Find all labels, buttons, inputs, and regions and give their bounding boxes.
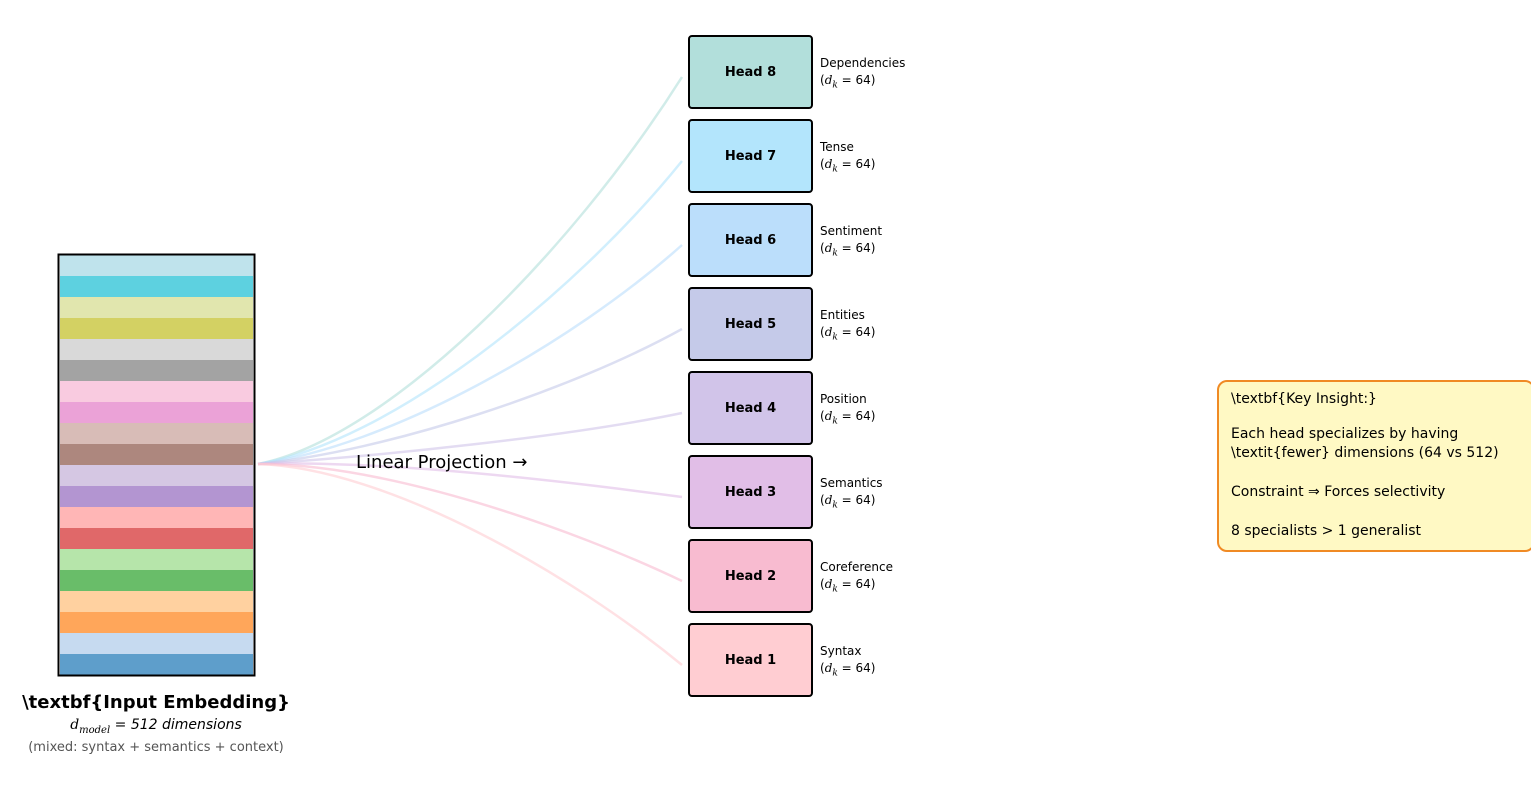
embedding-stripe xyxy=(60,255,253,276)
projection-curves xyxy=(257,76,684,666)
embedding-stripe xyxy=(60,465,253,486)
embedding-stripe xyxy=(60,276,253,297)
head-role: Semantics (dk = 64) xyxy=(820,475,883,514)
projection-label: Linear Projection → xyxy=(356,452,528,473)
head-dimension: (dk = 64) xyxy=(820,157,876,175)
embedding-stripe xyxy=(60,381,253,402)
head-dimension: (dk = 64) xyxy=(820,493,876,511)
head-label: Head 5 xyxy=(724,316,777,332)
head-role-name: Position xyxy=(820,392,867,406)
head-role: Coreference (dk = 64) xyxy=(820,559,893,598)
head-role-name: Tense xyxy=(820,140,854,154)
head-label: Head 8 xyxy=(724,64,777,80)
embedding-stripe xyxy=(60,507,253,528)
embedding-stripe xyxy=(60,297,253,318)
head-box: Head 5 xyxy=(688,287,813,361)
head-box: Head 2 xyxy=(688,539,813,613)
head-role-name: Semantics xyxy=(820,476,883,490)
embedding-note: (mixed: syntax + semantics + context) xyxy=(28,740,284,755)
projection-curve xyxy=(257,411,683,466)
embedding-stripe xyxy=(60,591,253,612)
insight-line-3: Constraint ⇒ Forces selectivity xyxy=(1231,484,1446,500)
embedding-stripe xyxy=(60,654,253,675)
head-label: Head 7 xyxy=(724,148,777,164)
embedding-stripe xyxy=(60,486,253,507)
projection-curve xyxy=(257,462,683,499)
head-role-name: Entities xyxy=(820,308,865,322)
head-role: Tense (dk = 64) xyxy=(820,139,875,178)
embedding-stripe xyxy=(60,318,253,339)
insight-title: \textbf{Key Insight:} xyxy=(1231,391,1377,407)
head-dimension: (dk = 64) xyxy=(820,661,876,679)
embedding-stripe xyxy=(60,528,253,549)
head-dimension: (dk = 64) xyxy=(820,241,876,259)
insight-line-1: Each head specializes by having xyxy=(1231,426,1459,442)
insight-line-2: \textit{fewer} dimensions (64 vs 512) xyxy=(1231,445,1499,461)
head-dimension: (dk = 64) xyxy=(820,577,876,595)
embedding-stripes xyxy=(60,255,253,675)
head-role-name: Coreference xyxy=(820,560,894,574)
embedding-subtitle: dmodel = 512 dimensions xyxy=(70,717,242,736)
projection-curve xyxy=(257,462,683,583)
head-label: Head 6 xyxy=(724,232,777,248)
head-box: Head 4 xyxy=(688,371,813,445)
head-label: Head 2 xyxy=(724,568,777,584)
head-box: Head 6 xyxy=(688,203,813,277)
head-role: Sentiment (dk = 64) xyxy=(820,223,882,262)
embedding-stripe xyxy=(60,444,253,465)
head-role-name: Syntax xyxy=(820,644,862,658)
head-role-name: Dependencies xyxy=(820,56,906,70)
embedding-stripe xyxy=(60,612,253,633)
head-role-name: Sentiment xyxy=(820,224,883,238)
head-role: Entities (dk = 64) xyxy=(820,307,875,346)
embedding-stripe xyxy=(60,570,253,591)
head-dimension: (dk = 64) xyxy=(820,409,876,427)
embedding-stripe xyxy=(60,339,253,360)
embedding-title: \textbf{Input Embedding} xyxy=(22,692,290,713)
embedding-stripe xyxy=(60,423,253,444)
head-dimension: (dk = 64) xyxy=(820,325,876,343)
head-label: Head 1 xyxy=(724,652,777,668)
head-label: Head 3 xyxy=(724,484,777,500)
head-role: Dependencies (dk = 64) xyxy=(820,55,905,94)
embedding-vector-outline xyxy=(57,253,256,677)
head-box: Head 1 xyxy=(688,623,813,697)
embedding-stripe xyxy=(60,633,253,654)
head-label: Head 4 xyxy=(724,400,777,416)
head-box: Head 8 xyxy=(688,35,813,109)
embedding-stripe xyxy=(60,360,253,381)
projection-curve xyxy=(257,327,683,466)
projection-curve xyxy=(257,244,683,466)
projection-curve xyxy=(257,160,683,466)
head-role: Position (dk = 64) xyxy=(820,391,875,430)
key-insight-box: \textbf{Key Insight:} Each head speciali… xyxy=(1217,380,1531,552)
projection-curve xyxy=(257,76,684,466)
head-dimension: (dk = 64) xyxy=(820,73,876,91)
embedding-stripe xyxy=(60,402,253,423)
insight-line-4: 8 specialists > 1 generalist xyxy=(1231,523,1422,539)
head-role: Syntax (dk = 64) xyxy=(820,643,875,682)
head-box: Head 7 xyxy=(688,119,813,193)
embedding-stripe xyxy=(60,549,253,570)
projection-curve xyxy=(257,462,683,666)
head-box: Head 3 xyxy=(688,455,813,529)
